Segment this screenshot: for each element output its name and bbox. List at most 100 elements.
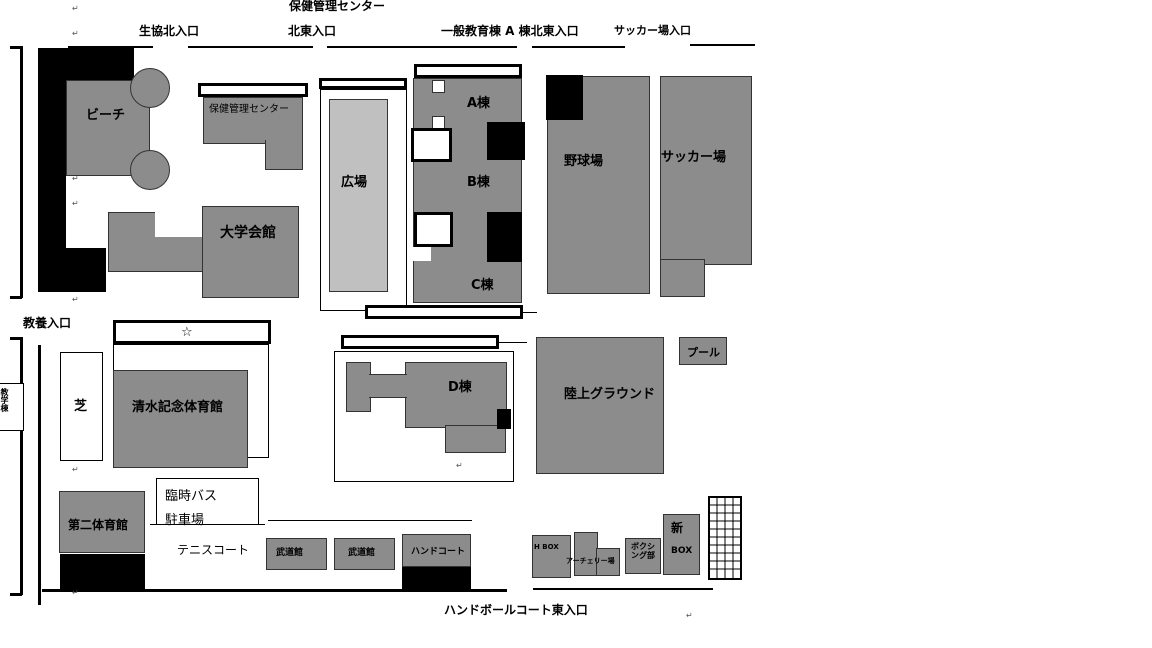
north-road-line [68, 46, 153, 48]
plaza-area[interactable] [329, 99, 388, 292]
pool-building[interactable] [679, 337, 727, 365]
beach-label: ビーチ [86, 108, 126, 123]
south-road-line [533, 588, 713, 590]
hbox-building[interactable] [532, 535, 571, 578]
c-wing-connector [522, 312, 537, 313]
side-partial-label: 教学棟 [0, 388, 9, 412]
d-wing-bar [341, 335, 499, 349]
entrance-northeast: 北東入口 [288, 24, 337, 38]
daigaku-kaikan-upper [202, 206, 299, 298]
chushajo-label: 駐車場 [165, 513, 205, 528]
beach-round-bottom [130, 150, 170, 190]
plaza-bar [319, 78, 407, 89]
pool-label: プール [687, 346, 720, 359]
entrance-seikyo-north: 生協北入口 [139, 24, 200, 38]
d-wing-black-block [497, 409, 511, 429]
budokan-2-label: 武道館 [348, 548, 376, 558]
budokan-1-label: 武道館 [276, 548, 304, 558]
d-wing-label: D棟 [448, 380, 472, 395]
health-center-building[interactable] [203, 97, 303, 144]
star-bar [113, 320, 271, 344]
tennis-top-line [268, 520, 472, 521]
ab-courtyard [411, 128, 452, 162]
bc-courtyard [414, 212, 453, 247]
dai2-gym-building[interactable] [59, 491, 145, 553]
parking-area-black [38, 248, 106, 292]
health-center-wing [265, 140, 303, 170]
dai2-gym-black-block [60, 554, 145, 589]
tennis-label: テニスコート [177, 543, 250, 557]
paragraph-mark: ↵ [72, 4, 79, 13]
b-wing-black-block [487, 122, 525, 160]
archery-label: アーチェリー場 [566, 557, 615, 565]
handcourt-building[interactable] [402, 534, 471, 567]
archery-annex [596, 548, 620, 576]
paragraph-mark: ↵ [72, 174, 79, 183]
shimizu-gym-building[interactable] [113, 370, 248, 468]
budokan-2[interactable] [334, 538, 395, 570]
north-road-line [690, 44, 755, 46]
new-box-label-top: 新 [671, 521, 684, 535]
north-road-line [188, 46, 313, 48]
boxing-label: ボクシング部 [631, 542, 655, 560]
west-bracket-upper-cap [10, 46, 22, 49]
south-road-line [42, 589, 507, 592]
rinji-bus-label: 臨時バス [165, 489, 218, 504]
hbox-label: H BOX [534, 543, 559, 551]
map-title: 保健管理センター [289, 0, 386, 13]
rikujo-label: 陸上グラウンド [564, 387, 656, 402]
health-center-label: 保健管理センター [209, 104, 289, 115]
new-box-label-bottom: BOX [671, 546, 693, 556]
west-bracket-lower [20, 337, 23, 595]
budokan-1[interactable] [266, 538, 327, 570]
paragraph-mark: ↵ [456, 461, 463, 470]
new-box-building[interactable] [663, 514, 700, 575]
west-bracket-lower-cap [10, 593, 22, 596]
a-wing-window [432, 80, 445, 93]
tennis-top-line [150, 524, 265, 525]
handcourt-black-block [402, 567, 471, 590]
paragraph-mark: ↵ [72, 465, 79, 474]
dai2-gym-label: 第二体育館 [68, 518, 129, 532]
c-wing-black-block [487, 212, 522, 262]
rikujo-ground[interactable] [536, 337, 664, 474]
bc-gap-left [413, 247, 431, 261]
daigaku-kaikan-notch [155, 210, 202, 237]
north-road-line [532, 46, 625, 48]
archery-building[interactable] [574, 532, 598, 576]
entrance-kyoyo: 教養入口 [23, 316, 72, 330]
plaza-label: 広場 [341, 175, 368, 190]
west-bracket-lower-cap [10, 337, 22, 340]
soccer-field[interactable] [660, 76, 752, 265]
baseball-label: 野球場 [564, 154, 604, 169]
a-wing-label: A棟 [467, 96, 491, 111]
c-wing-bottom-bar [365, 305, 523, 319]
soccer-annex [660, 259, 705, 297]
abc-wing-top-bar [414, 64, 522, 78]
d-wing-link [369, 374, 407, 398]
shimizu-gym-label: 清水記念体育館 [132, 400, 224, 415]
baseball-black-block [546, 75, 583, 120]
boxing-building[interactable] [625, 538, 661, 574]
rinji-bus-box[interactable] [156, 478, 259, 525]
paragraph-mark: ↵ [72, 588, 79, 597]
north-road-line [327, 46, 517, 48]
star-label: ☆ [181, 325, 193, 340]
d-wing-building[interactable] [405, 362, 507, 428]
paragraph-mark: ↵ [686, 611, 693, 620]
shiba-area[interactable] [60, 352, 103, 461]
paragraph-mark: ↵ [72, 199, 79, 208]
d-wing-connector [499, 342, 527, 343]
abc-wing-building[interactable] [413, 78, 522, 303]
entrance-handball-east: ハンドボールコート東入口 [444, 603, 588, 617]
entrance-soccer: サッカー場入口 [614, 24, 691, 37]
d-wing-south [445, 425, 506, 453]
side-partial-sign [0, 383, 24, 431]
paragraph-mark: ↵ [72, 29, 79, 38]
west-bracket-upper-cap [10, 296, 22, 299]
grid-court[interactable] [708, 496, 742, 580]
beach-round-top [130, 68, 170, 108]
entrance-general-a-northeast: 一般教育棟 A 棟北東入口 [441, 24, 579, 38]
d-wing-west [346, 362, 371, 412]
b-wing-label: B棟 [467, 175, 490, 190]
